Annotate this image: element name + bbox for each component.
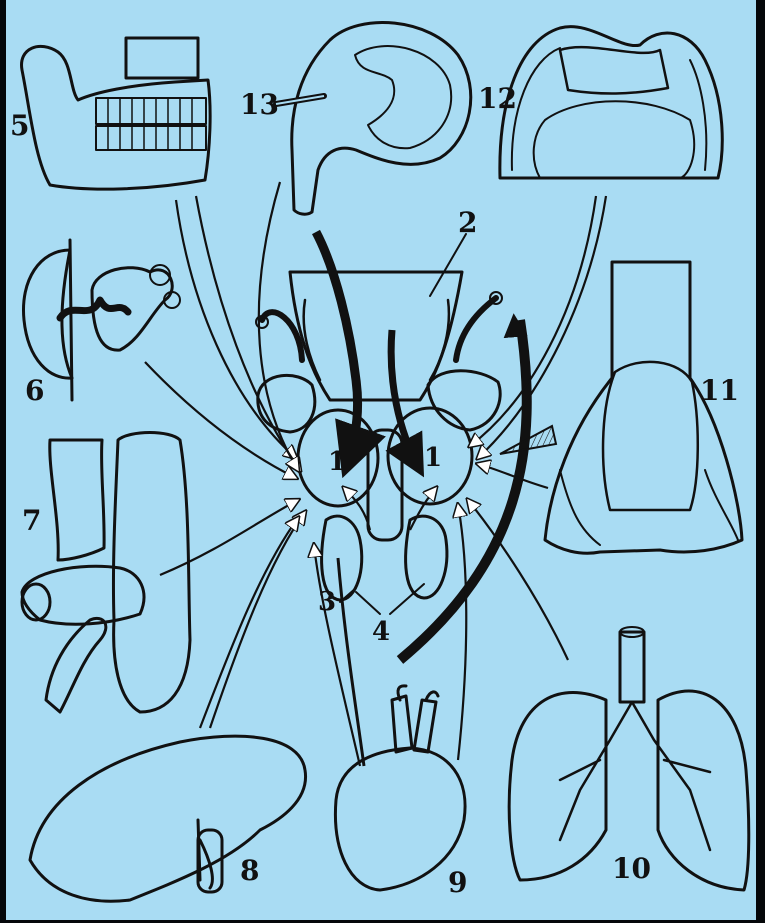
label-11: 11: [700, 374, 739, 407]
stomach-section-drawing: [545, 262, 742, 553]
label-13: 13: [240, 88, 279, 121]
ear-gland-drawing: [23, 240, 180, 400]
label-1-right: 1: [424, 443, 442, 473]
label-1-left: 1: [328, 447, 346, 477]
label-9: 9: [448, 866, 467, 899]
heart-drawing: [335, 686, 465, 890]
label-10: 10: [612, 852, 651, 885]
lungs-drawing: [509, 627, 749, 890]
teeth-row: [96, 98, 206, 150]
label-5: 5: [10, 109, 29, 142]
label-8: 8: [240, 854, 259, 887]
jaw-teeth-drawing: [22, 38, 211, 189]
kidney-drawing: [276, 22, 471, 214]
central-organ-drawing: [256, 232, 527, 660]
label-6: 6: [25, 374, 44, 407]
label-12: 12: [478, 82, 517, 115]
liver-drawing: [30, 736, 306, 901]
label-7: 7: [22, 504, 41, 537]
label-2: 2: [458, 206, 477, 239]
number-labels: 5 13 12 2 6 11 1 1 7 3 4 8 9 10: [10, 82, 739, 899]
label-3: 3: [318, 587, 336, 617]
mouth-palate-drawing: [500, 27, 722, 178]
label-4: 4: [372, 617, 390, 647]
